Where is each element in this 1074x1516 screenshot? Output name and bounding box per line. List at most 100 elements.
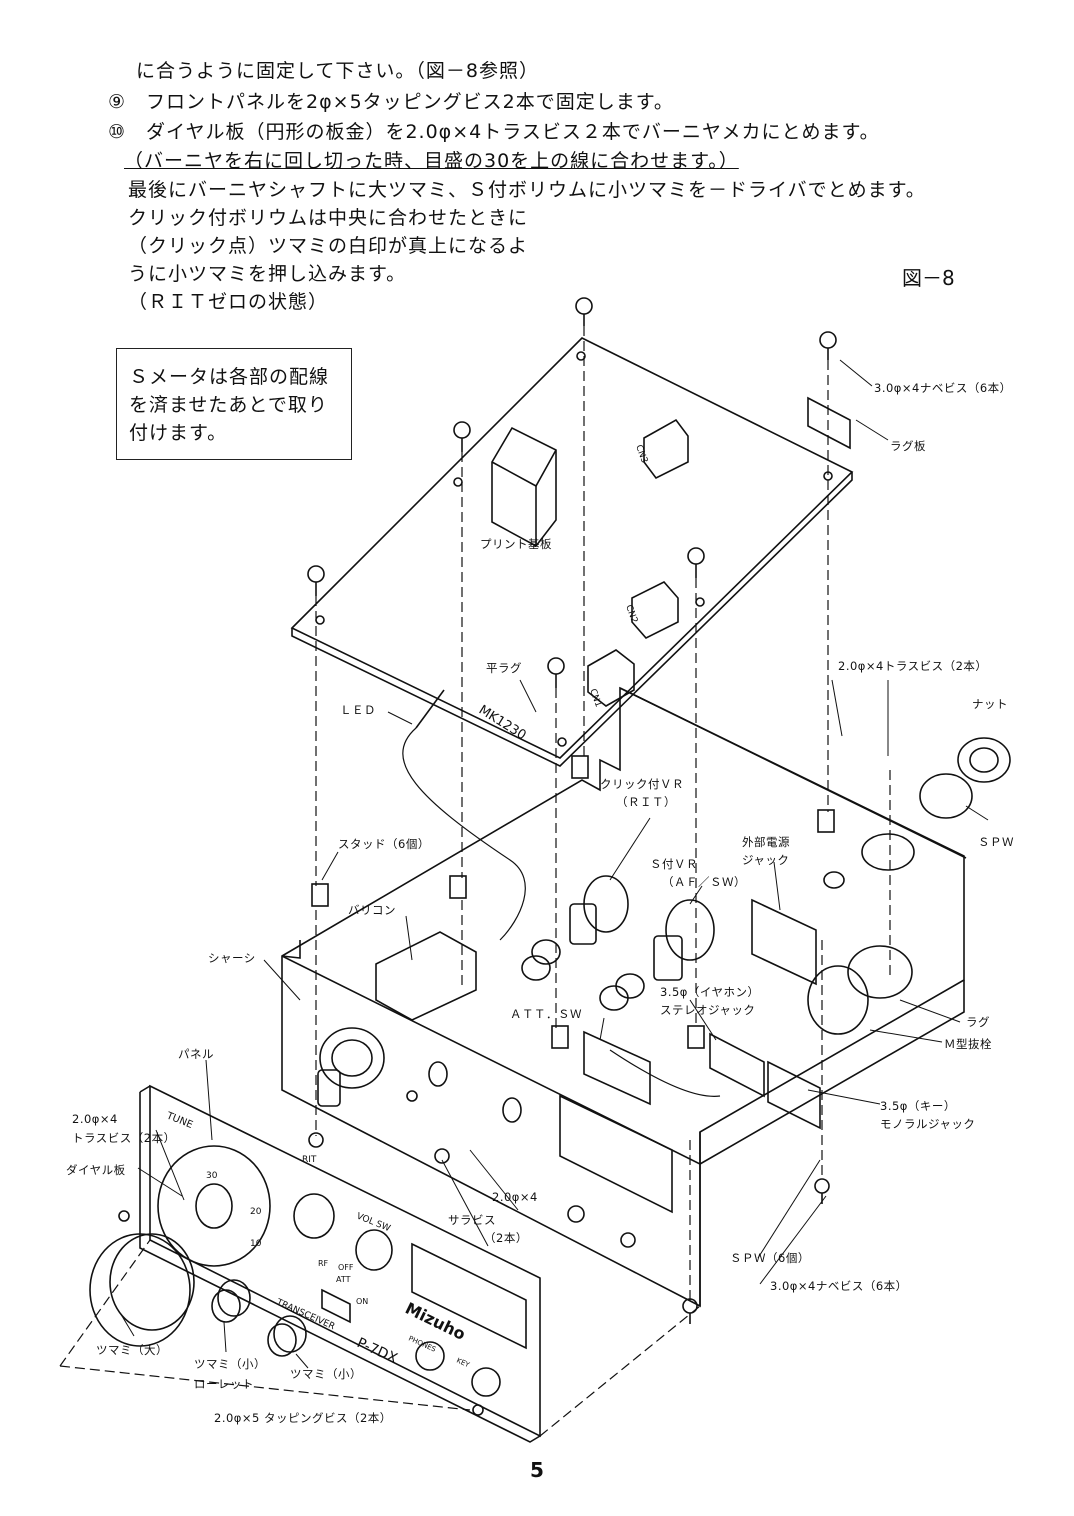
label-sara-2: サラビス [448,1213,496,1227]
note-line-1: Ｓメータは各部の配線 [129,366,330,388]
label-tapping: 2.0φ×5 タッピングビス（2本） [214,1411,392,1425]
dial-plate [157,1145,271,1267]
ext-power-jack [751,898,817,986]
label-chassis: シャーシ [208,951,256,965]
leader-lines [121,359,989,1369]
label-s-vr-sub: （ＡＦ／ＳＷ） [662,875,746,889]
stud [551,1025,569,1049]
cn3-text: CN3 [633,444,649,465]
cn1-text: CN1 [587,688,603,709]
note-line-2: を済ませたあとで取り [129,394,328,416]
label-ext-power-1: 外部電源 [742,835,790,849]
label-flat-lug: 平ラグ [486,661,522,675]
stud [817,809,835,833]
page-number: 5 [530,1458,544,1482]
label-lug: ラグ [966,1015,990,1029]
instruction-line-9: （ＲＩＴゼロの状態） [128,291,329,313]
label-screw-bottom: 3.0φ×4ナベビス（6本） [770,1279,908,1293]
instruction-line-7: （クリック点）ツマミの白印が真上になるよ [128,235,529,257]
dial-30-text: 30 [206,1171,218,1181]
panel-rf-text: RF [318,1259,329,1268]
pcb-board-edge [291,472,853,767]
label-ext-power-2: ジャック [742,853,790,867]
label-knob-small: ツマミ（小） [290,1367,362,1381]
dial-10-text: 10 [250,1239,262,1249]
large-knob [89,1233,191,1347]
screw-group [118,297,837,1416]
small-knob [273,1315,307,1353]
instruction-line-1: に合うように固定して下さい。（図－8参照） [136,60,540,82]
label-knob-large: ツマミ（大） [96,1343,168,1357]
instruction-line-4: （バーニヤを右に回し切った時、目盛の30を上の線に合わせます。） [124,150,739,172]
cn3-connector [643,418,689,480]
label-lug-plate: ラグ板 [890,439,926,453]
label-nut: ナット [972,697,1008,711]
s-vr [665,899,715,961]
panel-off-text: OFF [338,1263,354,1272]
label-click-vr-sub: （ＲＩＴ） [616,795,676,809]
panel-key-text: KEY [455,1357,471,1370]
pcb-board [290,337,854,759]
panel-rit-text: RIT [302,1155,317,1165]
stud [687,1025,705,1049]
mono-jack [767,1060,821,1130]
label-spw6: ＳＰＷ（6個） [730,1251,810,1265]
label-truss-left-1: 2.0φ×4 [72,1112,118,1126]
label-screw-top: 3.0φ×4ナベビス（6本） [874,381,1012,395]
panel-on-text: ON [356,1297,368,1306]
panel-tune-text: TUNE [164,1110,194,1131]
stud [571,755,589,779]
instruction-line-3: ⑩ ダイヤル板（円形の板金）を2.0φ×4トラスビス２本でバーニヤメカにとめます… [108,121,880,143]
label-sara-3: （2本） [484,1231,528,1245]
panel-att-text: ATT [336,1275,351,1284]
label-varicon: バリコン [348,903,396,917]
label-panel: パネル [178,1047,214,1061]
assembly-guide-lines [59,326,891,1437]
label-truss-left-2: トラスビス（2本） [72,1131,176,1145]
lug-plate [807,396,851,450]
s-meter [491,426,557,548]
stereo-jack [709,1032,765,1098]
m-plug [847,945,913,999]
label-pcb: プリント基板 [480,537,552,551]
cn2-text: CN2 [623,604,639,625]
panel-phones-text: PHONES [407,1335,437,1354]
stud [449,875,467,899]
note-line-3: 付けます。 [129,422,228,444]
instruction-line-8: うに小ツマミを押し込みます。 [128,263,407,285]
label-m-plug: Ｍ型抜栓 [944,1037,992,1051]
panel-model-text: P-7DX [354,1335,400,1367]
dial-20-text: 20 [250,1207,262,1217]
nut [957,737,1011,783]
varicon [375,931,477,1021]
cn2-connector [631,581,679,639]
label-dial-plate: ダイヤル板 [66,1163,126,1177]
label-key-2: モノラルジャック [880,1117,976,1131]
label-truss-2: 2.0φ×4トラスビス（2本） [838,659,988,673]
label-led: ＬＥＤ [340,703,376,717]
label-knob-small-1: ツマミ（小） [194,1357,266,1371]
instruction-line-6: クリック付ボリウムは中央に合わせたときに [128,207,529,229]
label-earphone-1: 3.5φ（イヤホン） [660,985,760,999]
cn1-connector [587,649,635,707]
label-sara-1: 2.0φ×4 [492,1190,538,1204]
spw-washer [919,773,973,819]
small-knob-knurled [217,1279,251,1317]
label-spw: ＳＰＷ [978,835,1014,849]
panel-meter-window [411,1242,527,1350]
label-s-vr: Ｓ付ＶＲ [650,857,698,871]
label-click-vr: クリック付ＶＲ [600,777,684,791]
instruction-line-2: ⑨ フロントパネルを2φ×5タッピングビス2本で固定します。 [108,91,674,113]
att-switch [583,1030,651,1106]
label-knob-small-2: ローレット [194,1377,254,1391]
label-earphone-2: ステレオジャック [660,1003,756,1017]
chassis-meter-window [559,1094,673,1214]
label-key-1: 3.5φ（キー） [880,1099,956,1113]
note-box: Ｓメータは各部の配線 を済ませたあとで取り 付けます。 [116,348,352,460]
instruction-line-5: 最後にバーニヤシャフトに大ツマミ、Ｓ付ボリウムに小ツマミを－ドライバでとめます。 [128,179,926,201]
label-att-sw: ＡＴＴ．ＳＷ [510,1007,582,1021]
vernier-mechanism [319,1027,385,1089]
stud [311,883,329,907]
